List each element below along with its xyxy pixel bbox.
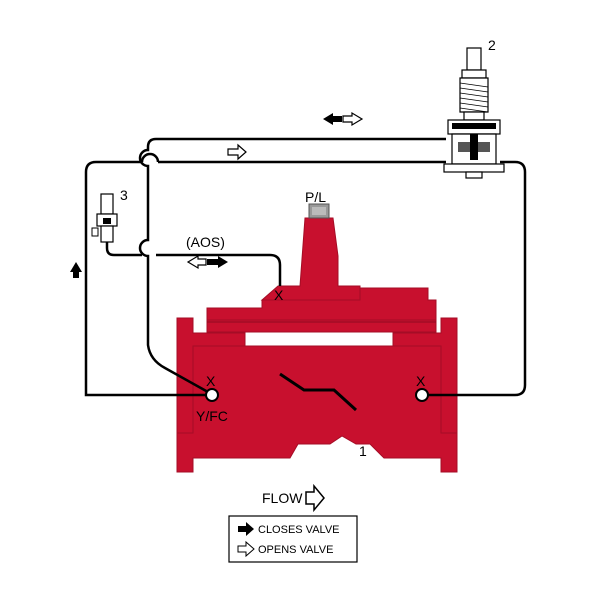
flow-label: FLOW (262, 490, 303, 506)
legend-closes-label: CLOSES VALVE (258, 524, 340, 536)
control-piping (84, 137, 527, 397)
downstream-port-marker: X (416, 373, 426, 389)
opens-arrow-pipe (227, 143, 247, 161)
yfc-label: Y/FC (196, 408, 228, 424)
opens-legend-arrow-icon (237, 540, 255, 558)
legend-opens-label: OPENS VALVE (258, 544, 333, 556)
bidirectional-arrow-aos (186, 254, 228, 270)
pilot-valve[interactable] (443, 47, 505, 179)
yfc-port (205, 388, 219, 402)
bidirectional-arrow-top (323, 111, 364, 127)
pressure-port-plug (308, 203, 330, 219)
main-valve-body (176, 217, 458, 473)
flow-arrow-icon (305, 483, 325, 513)
needle-valve-number: 3 (120, 187, 128, 203)
aos-label: (AOS) (186, 234, 225, 250)
closes-arrow-up (70, 262, 82, 278)
cover-port-marker: X (274, 287, 284, 303)
pilot-valve-number: 2 (488, 37, 496, 53)
legend: CLOSES VALVE OPENS VALVE (228, 515, 358, 563)
pressure-port-label: P/L (305, 189, 326, 205)
yfc-port-marker: X (206, 373, 216, 389)
main-valve-number: 1 (359, 443, 367, 459)
needle-valve[interactable] (91, 193, 118, 243)
closes-legend-arrow-icon (238, 522, 254, 536)
downstream-port (415, 388, 429, 402)
